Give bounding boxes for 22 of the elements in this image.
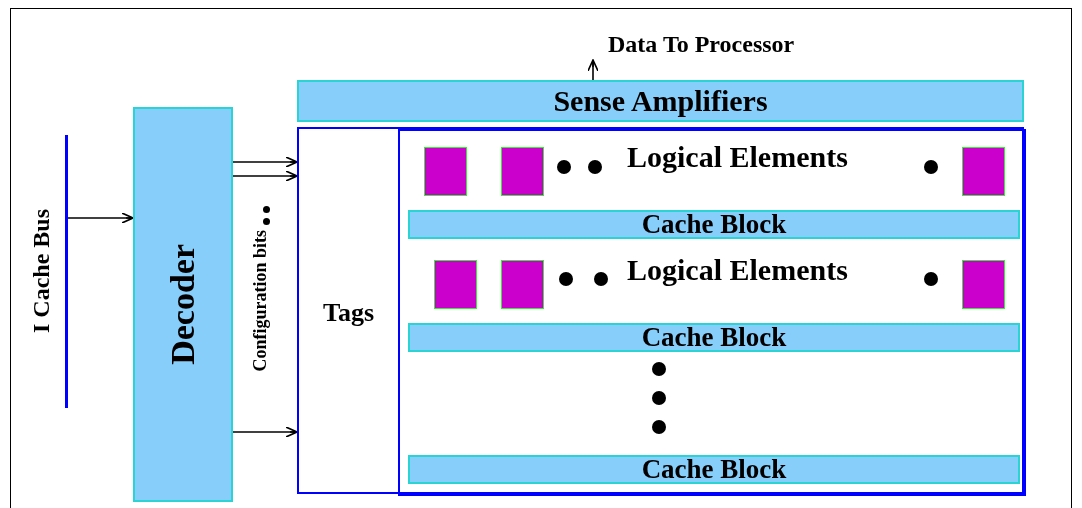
cache-block-bar: Cache Block: [408, 323, 1020, 352]
arrow: [587, 59, 599, 81]
logic-element-box: [501, 147, 544, 196]
logic-element-box: [962, 260, 1005, 309]
cache-block-bar: Cache Block: [408, 210, 1020, 239]
output-label: Data To Processor: [586, 28, 926, 60]
sense-amplifier-bar: Sense Amplifiers: [297, 80, 1024, 122]
arrow: [232, 426, 298, 438]
cache-block-bar: Cache Block: [408, 455, 1020, 484]
arrow: [232, 170, 298, 182]
signal-label: Configuration bits: [250, 230, 271, 372]
arrow: [232, 156, 298, 168]
tags-box: Tags: [299, 129, 400, 496]
decoder-box: Decoder: [133, 107, 233, 502]
logic-element-box: [424, 147, 467, 196]
bus-label: I Cache Bus: [28, 209, 55, 334]
row-label: Logical Elements: [627, 140, 848, 174]
row-label: Logical Elements: [627, 253, 848, 287]
arrow: [67, 212, 134, 224]
logic-element-box: [434, 260, 477, 309]
logic-element-box: [962, 147, 1005, 196]
logic-element-box: [501, 260, 544, 309]
